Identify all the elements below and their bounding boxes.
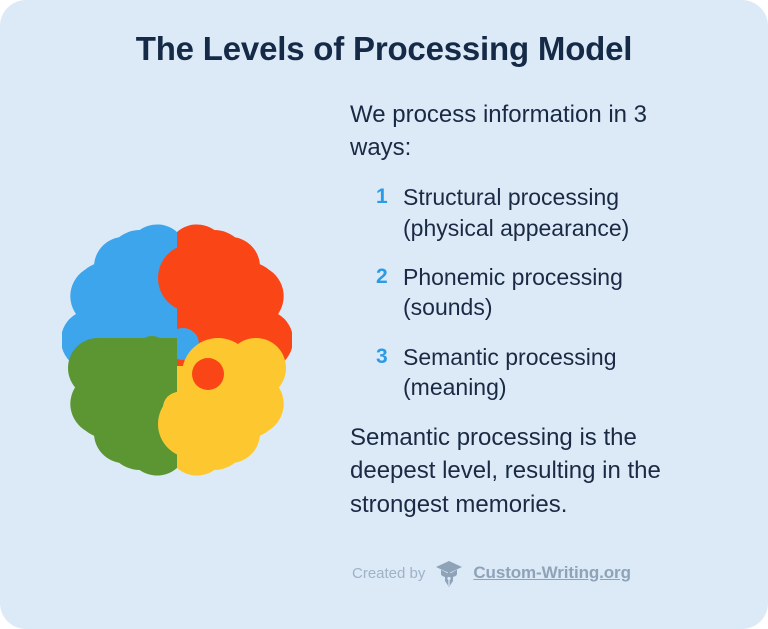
processing-levels-list: 1 Structural processing (physical appear… — [350, 182, 702, 402]
list-item-label: Semantic processing (meaning) — [403, 343, 617, 401]
list-item-number: 3 — [376, 344, 388, 368]
list-item-label: Phonemic processing (sounds) — [403, 263, 623, 321]
list-item: 2 Phonemic processing (sounds) — [350, 262, 702, 323]
brand-link[interactable]: Custom-Writing.org — [473, 563, 631, 582]
list-item-number: 2 — [376, 264, 388, 288]
brain-puzzle-illustration — [62, 218, 292, 478]
intro-text: We process information in 3 ways: — [350, 101, 648, 162]
list-item: 3 Semantic processing (meaning) — [350, 342, 702, 403]
list-item: 1 Structural processing (physical appear… — [350, 182, 702, 243]
list-item-label: Structural processing (physical appearan… — [403, 184, 630, 241]
outro-text: Semantic processing is the deepest level… — [350, 424, 661, 518]
graduation-cap-pen-icon — [434, 558, 464, 588]
content-column: We process information in 3 ways: 1 Stru… — [350, 98, 702, 521]
page-title: The Levels of Processing Model — [135, 30, 633, 67]
attribution-footer: Created by Custom-Writing.org — [352, 558, 631, 588]
created-by-label: Created by — [352, 564, 426, 582]
brain-quadrant-bottom-right — [158, 338, 286, 476]
list-item-number: 1 — [376, 185, 388, 209]
